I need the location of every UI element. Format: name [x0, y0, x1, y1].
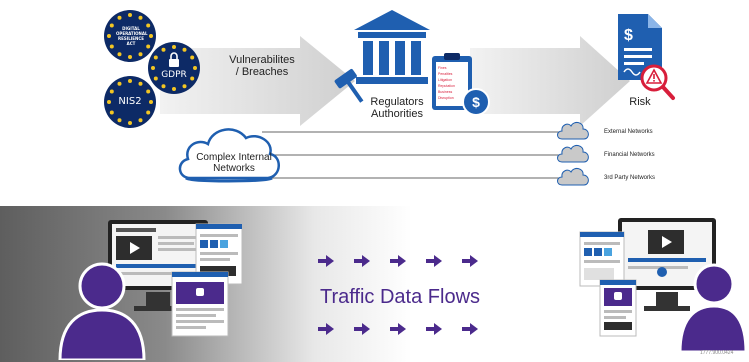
traffic-data-flows-label: Traffic Data Flows	[319, 286, 481, 308]
left-monitor-icon	[108, 220, 243, 337]
regulators-label: Regulators Authorities	[370, 96, 424, 120]
flow-arrow-right	[470, 36, 630, 126]
nis2-badge-label: NIS2	[118, 96, 142, 107]
dora-badge: DIGITAL OPERATIONAL RESILIENCE ACT	[104, 10, 156, 62]
clipboard-lines: Fines Penalties Litigation Reputation Bu…	[438, 66, 455, 100]
nis2-badge: NIS2	[104, 76, 156, 128]
flow-arrows-top	[318, 255, 478, 267]
third-party-networks-label: 3rd Party Networks	[604, 175, 656, 181]
network-lines	[262, 131, 568, 179]
third-party-cloud-icon	[557, 167, 589, 186]
eu-stars-badge-icon	[104, 76, 156, 128]
left-user-icon	[58, 262, 146, 360]
bank-building-icon	[354, 10, 430, 84]
external-cloud-icon	[557, 121, 589, 140]
eu-stars-badge-icon	[104, 10, 156, 62]
financial-networks-label: Financial Networks	[604, 152, 655, 158]
risk-document-icon: $	[618, 14, 662, 80]
lock-icon	[169, 52, 179, 67]
risk-label: Risk	[629, 96, 651, 108]
internal-cloud-icon	[178, 128, 280, 183]
dollar-coin-icon: $	[462, 88, 490, 116]
flow-arrows-bottom	[318, 323, 478, 335]
flow-arrow-left	[160, 36, 355, 126]
vulnerabilities-label: Vulnerabilites / Breaches	[229, 54, 295, 78]
svg-text:$: $	[624, 27, 633, 44]
external-networks-label: External Networks	[604, 129, 653, 135]
right-user-icon	[678, 263, 748, 352]
gdpr-badge-label: GDPR	[161, 70, 187, 80]
magnifier-alert-icon	[640, 64, 675, 100]
internal-networks-label: Complex Internal Networks	[196, 152, 272, 174]
gdpr-badge: GDPR	[148, 42, 200, 94]
gavel-icon	[334, 69, 364, 103]
document-id: 1777.900.0424	[700, 350, 734, 356]
dora-badge-label: DIGITAL OPERATIONAL RESILIENCE ACT	[116, 26, 148, 46]
financial-cloud-icon	[557, 144, 589, 163]
